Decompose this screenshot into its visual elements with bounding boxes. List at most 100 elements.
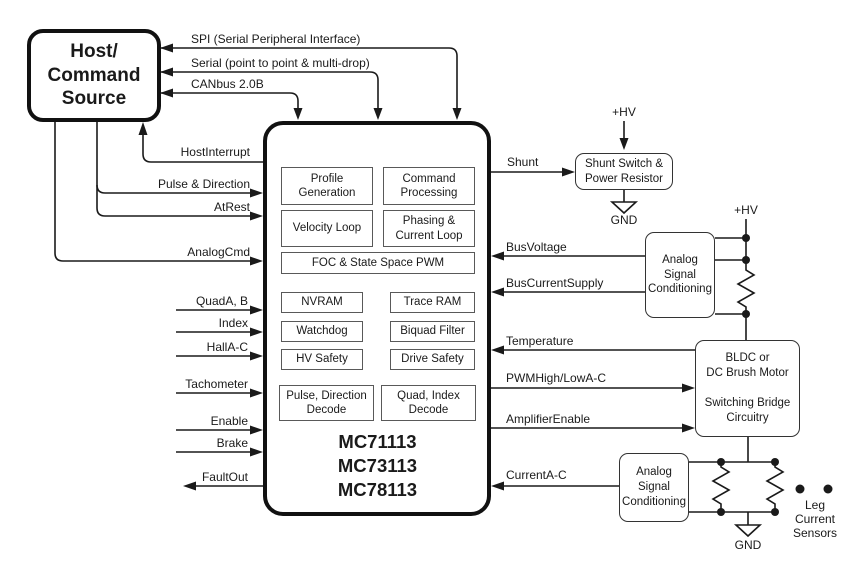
command-processing-label: Command Processing xyxy=(400,172,458,199)
junction-dot xyxy=(771,458,779,466)
faultout-label: FaultOut xyxy=(201,470,248,484)
part-number: MC71113 xyxy=(338,431,417,452)
asc-top-label: Analog Signal Conditioning xyxy=(648,253,712,296)
junction-dot xyxy=(742,234,750,242)
trace-ram-label: Trace RAM xyxy=(403,296,462,309)
leg-current-sensors-label: Leg Current Sensors xyxy=(792,498,838,541)
chip-part-numbers: MC71113 MC73113 MC78113 xyxy=(300,430,455,502)
analog-signal-conditioning-top-box: Analog Signal Conditioning xyxy=(645,232,715,318)
hv-right-label: +HV xyxy=(734,203,758,217)
phasing-current-loop-label: Phasing & Current Loop xyxy=(395,215,463,242)
arrowhead xyxy=(160,67,173,77)
junction-dot xyxy=(717,458,725,466)
biquad-filter-label: Biquad Filter xyxy=(400,325,465,338)
busvoltage-label: BusVoltage xyxy=(506,240,567,254)
asc-bottom-label: Analog Signal Conditioning xyxy=(622,466,686,508)
watchdog-block: Watchdog xyxy=(281,321,363,342)
canbus-label: CANbus 2.0B xyxy=(191,77,264,91)
junction-dot xyxy=(742,256,750,264)
arrowhead xyxy=(682,423,695,433)
leg-sensor-dot xyxy=(823,484,833,494)
hv-right-line-with-resistor xyxy=(736,219,756,340)
serial-line xyxy=(160,71,379,109)
arrowhead xyxy=(138,122,148,135)
junction-dot xyxy=(717,508,725,516)
velocity-loop-block: Velocity Loop xyxy=(281,210,373,247)
amplifier-enable-label: AmplifierEnable xyxy=(506,412,591,426)
nvram-label: NVRAM xyxy=(301,296,343,309)
temperature-label: Temperature xyxy=(506,334,574,348)
analog-signal-conditioning-bottom-box: Analog Signal Conditioning xyxy=(619,453,689,522)
quad-index-decode-label: Quad, Index Decode xyxy=(397,389,460,416)
part-number: MC78113 xyxy=(337,479,418,500)
arrowhead xyxy=(293,108,303,120)
spi-label: SPI (Serial Peripheral Interface) xyxy=(191,32,361,46)
host-command-source-box: Host/ Command Source xyxy=(27,29,161,122)
atrest-label: AtRest xyxy=(213,200,250,214)
trace-ram-block: Trace RAM xyxy=(390,292,475,313)
drive-safety-block: Drive Safety xyxy=(390,349,475,370)
canbus-line xyxy=(160,92,299,109)
spi-line xyxy=(160,47,458,109)
foc-pwm-block: FOC & State Space PWM xyxy=(281,252,475,274)
profile-generation-label: Profile Generation xyxy=(298,172,356,199)
arrowhead xyxy=(250,447,263,457)
shunt-label: Shunt xyxy=(507,155,539,169)
profile-generation-block: Profile Generation xyxy=(281,167,373,205)
arrowhead xyxy=(250,305,263,315)
arrowhead xyxy=(491,481,504,491)
motor-box-label: BLDC or DC Brush Motor Switching Bridge … xyxy=(704,352,791,424)
phasing-current-loop-block: Phasing & Current Loop xyxy=(383,210,475,247)
quad-label: QuadA, B xyxy=(195,294,248,308)
shunt-switch-label: Shunt Switch & Power Resistor xyxy=(585,157,663,185)
motor-switching-bridge-box: BLDC or DC Brush Motor Switching Bridge … xyxy=(695,340,800,437)
pulse-direction-label: Pulse & Direction xyxy=(157,177,250,191)
enable-label: Enable xyxy=(210,414,248,428)
drive-safety-label: Drive Safety xyxy=(401,353,464,366)
hv-safety-label: HV Safety xyxy=(296,353,348,366)
sense-resistor-2 xyxy=(765,462,785,512)
junction-dot xyxy=(742,310,750,318)
ground-symbol-bottom xyxy=(733,524,763,538)
buscurrentsupply-label: BusCurrentSupply xyxy=(506,276,604,290)
arrowhead xyxy=(491,287,504,297)
host-interrupt-label: HostInterrupt xyxy=(180,145,250,159)
hall-label: HallA-C xyxy=(206,340,248,354)
quad-index-decode-block: Quad, Index Decode xyxy=(381,385,476,421)
analogcmd-label: AnalogCmd xyxy=(187,245,250,259)
command-processing-block: Command Processing xyxy=(383,167,475,205)
gnd-bottom-label: GND xyxy=(734,538,762,552)
serial-label: Serial (point to point & multi-drop) xyxy=(191,56,370,70)
arrowhead xyxy=(250,351,263,361)
arrowhead xyxy=(619,138,629,150)
ground-symbol-top xyxy=(609,201,639,215)
hv-safety-block: HV Safety xyxy=(281,349,363,370)
arrowhead xyxy=(491,345,504,355)
arrowhead xyxy=(160,43,173,53)
arrowhead xyxy=(160,88,173,98)
nvram-block: NVRAM xyxy=(281,292,363,313)
arrowhead xyxy=(491,251,504,261)
tachometer-label: Tachometer xyxy=(185,377,248,391)
watchdog-label: Watchdog xyxy=(296,325,348,338)
currentac-label: CurrentA-C xyxy=(506,468,567,482)
shunt-switch-box: Shunt Switch & Power Resistor xyxy=(575,153,673,190)
arrowhead xyxy=(250,188,263,198)
index-label: Index xyxy=(218,316,248,330)
pulse-direction-decode-block: Pulse, Direction Decode xyxy=(279,385,374,421)
arrowhead xyxy=(250,388,263,398)
pwm-label: PWMHigh/LowA-C xyxy=(506,371,607,385)
foc-pwm-label: FOC & State Space PWM xyxy=(311,256,445,269)
arrowhead xyxy=(250,211,263,221)
arrowhead xyxy=(250,327,263,337)
velocity-loop-label: Velocity Loop xyxy=(292,222,362,235)
brake-label: Brake xyxy=(216,436,248,450)
junction-dot xyxy=(771,508,779,516)
host-title: Host/ Command Source xyxy=(47,40,141,110)
arrowhead xyxy=(250,425,263,435)
biquad-filter-block: Biquad Filter xyxy=(390,321,475,342)
arrowhead xyxy=(373,108,383,120)
sense-resistor-1 xyxy=(711,462,731,512)
arrowhead xyxy=(250,256,263,266)
